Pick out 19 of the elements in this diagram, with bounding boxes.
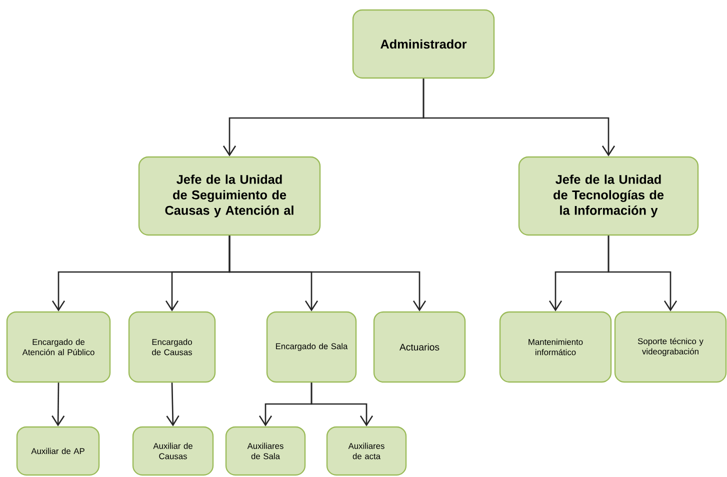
connector-arrow — [52, 382, 65, 426]
connector-arrow — [608, 236, 678, 312]
org-box: Auxiliares de acta — [326, 426, 407, 476]
connector-arrow — [422, 78, 616, 156]
org-box: Auxiliares de Sala — [225, 426, 306, 476]
org-box: Auxiliar de AP — [16, 426, 100, 476]
org-box: Auxiliar de Causas — [132, 426, 214, 476]
org-box: Encargado de Sala — [266, 311, 357, 383]
connector-arrow — [228, 236, 426, 312]
org-box: Jefe de la Unidad de Seguimiento de Causas y Atención al — [138, 156, 321, 236]
org-box: Encargado de Atención al Público — [6, 311, 111, 383]
org-box: Administrador — [352, 9, 495, 79]
connector-arrow — [166, 382, 180, 426]
org-box: Actuarios — [373, 311, 466, 383]
connector-arrow — [310, 382, 374, 426]
org-box: Mantenimiento informático — [499, 311, 612, 383]
org-box: Encargado de Causas — [128, 311, 216, 383]
org-box: Jefe de la Unidad de Tecnologías de la Información y — [518, 156, 699, 236]
org-box: Soporte técnico y videograbación — [614, 311, 727, 383]
